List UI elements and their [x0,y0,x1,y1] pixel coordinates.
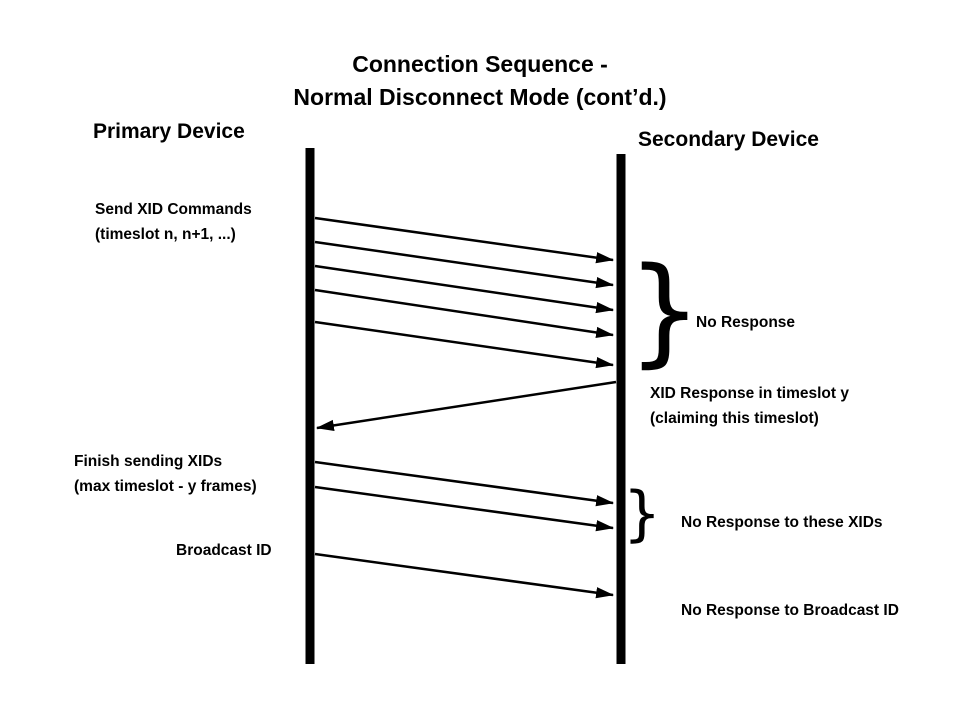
finish-xid-arrow-1 [314,460,615,507]
primary-device-label: Primary Device [93,120,245,143]
slide-title: Connection Sequence - Normal Disconnect … [0,48,960,115]
title-line-2: Normal Disconnect Mode (cont’d.) [293,84,667,111]
no-response-to-xids-label: No Response to these XIDs [681,514,883,531]
finish-xid-arrow-2 [314,485,615,532]
send-xid-commands-line-1: Send XID Commands [95,201,252,218]
broadcast-id-label: Broadcast ID [176,542,272,559]
send-xid-commands-label: Send XID Commands (timeslot n, n+1, ...) [95,198,252,248]
xid-response-line-2: (claiming this timeslot) [650,409,819,427]
xid-response-label: XID Response in timeslot y (claiming thi… [650,382,849,432]
no-response-label: No Response [696,314,796,331]
no-response-brace: } [627,241,702,379]
xid-response-arrow [315,380,617,431]
xid-command-arrow-2 [314,240,615,289]
secondary-device-label: Secondary Device [638,128,819,151]
no-response-to-broadcast-label: No Response to Broadcast ID [681,602,899,619]
no-response-xids-brace: } [623,479,661,549]
title-line-1: Connection Sequence - [352,51,608,77]
xid-command-arrow-1 [314,216,615,264]
finish-sending-xids-label: Finish sending XIDs (max timeslot - y fr… [74,450,257,500]
finish-sending-xids-line-2: (max timeslot - y frames) [74,477,257,495]
xid-command-arrow-4 [314,288,615,339]
xid-response-line-1: XID Response in timeslot y [650,385,849,402]
send-xid-commands-line-2: (timeslot n, n+1, ...) [95,225,236,243]
xid-command-arrow-5 [314,320,615,369]
broadcast-id-arrow [314,552,615,599]
finish-sending-xids-line-1: Finish sending XIDs [74,453,223,470]
xid-command-arrow-3 [314,264,615,314]
